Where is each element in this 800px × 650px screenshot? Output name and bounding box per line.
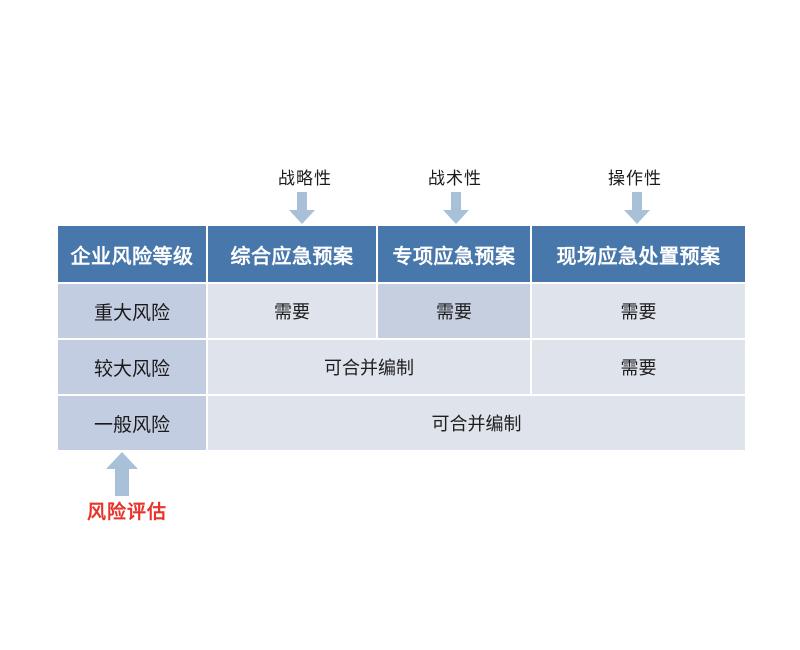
bottom-annotation-risk-assessment: 风险评估 <box>86 501 167 523</box>
arrow-down-icon <box>289 192 315 224</box>
table-row: 较大风险 可合并编制 需要 <box>58 340 745 396</box>
risk-plan-table: 企业风险等级 综合应急预案 专项应急预案 现场应急处置预案 重大风险 需要 需要… <box>58 226 745 450</box>
cell-general-merged-plan: 可合并编制 <box>208 396 745 450</box>
cell-major-comprehensive: 需要 <box>208 284 378 340</box>
arrow-up-icon <box>106 452 138 496</box>
column-header-comprehensive-plan: 综合应急预案 <box>208 226 378 284</box>
row-header-major-risk: 重大风险 <box>58 284 208 340</box>
column-annotation-tactical: 战术性 <box>428 169 482 189</box>
column-annotation-operational: 操作性 <box>608 169 662 189</box>
row-header-large-risk: 较大风险 <box>58 340 208 396</box>
cell-major-special: 需要 <box>378 284 532 340</box>
cell-major-onsite: 需要 <box>532 284 745 340</box>
table-row: 重大风险 需要 需要 需要 <box>58 284 745 340</box>
row-header-general-risk: 一般风险 <box>58 396 208 450</box>
column-annotation-strategic: 战略性 <box>278 169 332 189</box>
column-header-special-plan: 专项应急预案 <box>378 226 532 284</box>
arrow-down-icon <box>443 192 469 224</box>
arrow-down-icon <box>624 192 650 224</box>
column-header-onsite-plan: 现场应急处置预案 <box>532 226 745 284</box>
table-header-row: 企业风险等级 综合应急预案 专项应急预案 现场应急处置预案 <box>58 226 745 284</box>
cell-large-merged-plan: 可合并编制 <box>208 340 532 396</box>
column-header-risk-level: 企业风险等级 <box>58 226 208 284</box>
cell-large-onsite: 需要 <box>532 340 745 396</box>
table-row: 一般风险 可合并编制 <box>58 396 745 450</box>
